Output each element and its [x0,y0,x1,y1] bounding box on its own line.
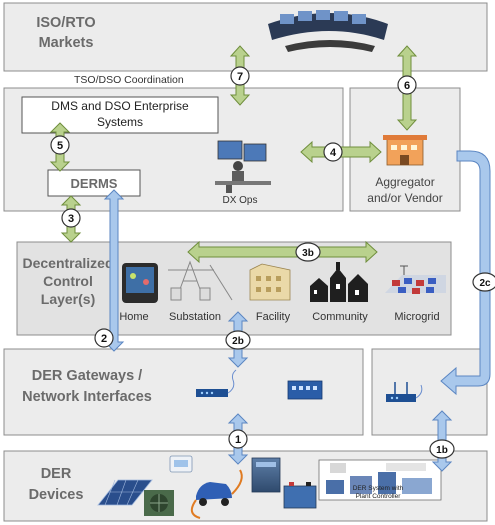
svg-text:1: 1 [235,434,241,446]
text-line: DER System with [353,485,404,492]
control-room-icon [268,10,388,52]
iso-rto-label: ISO/RTO Markets [36,15,95,51]
gateway-switch-icon [287,380,323,400]
badge-2: 2 [94,328,114,348]
text-line: Control [43,273,93,289]
svg-text:5: 5 [57,140,63,152]
battery-storage-icon [251,457,317,509]
svg-text:2c: 2c [479,278,491,289]
text-line: DMS and DSO Enterprise [51,99,189,113]
node-facility-label: Facility [256,311,291,323]
svg-text:1b: 1b [436,445,448,456]
solar-panel-icon [97,479,153,506]
badge-5: 5 [50,135,70,155]
community-icon [310,262,368,302]
svg-text:2b: 2b [232,336,244,347]
svg-text:4: 4 [330,147,337,159]
text-line: ISO/RTO [36,15,95,31]
tso-dso-label: TSO/DSO Coordination [74,74,184,86]
gateways-label: DER Gateways / Network Interfaces [22,368,152,405]
badge-6: 7 [230,66,250,86]
text-line: Aggregator [375,175,434,189]
svg-text:6: 6 [404,80,410,92]
electric-vehicle-icon [190,469,243,519]
text-line: Systems [97,115,143,129]
hvac-unit-icon [144,490,174,516]
badge-1: 1 [228,429,248,449]
badge-7: 6 [397,75,417,95]
aggregator-label: Aggregator and/or Vendor [367,175,442,205]
text-line: DER Gateways / [32,368,142,384]
substation-icon [168,260,233,301]
aggregator-gateway-panel [371,348,488,436]
svg-text:2: 2 [101,333,107,345]
badge-2c: 2c [472,272,495,292]
arrow-2 [103,189,125,352]
text-line: Devices [29,487,84,503]
svg-text:3b: 3b [302,248,314,259]
derms-box [47,169,141,197]
arrow-3b [187,240,378,264]
text-line: DER [41,466,72,482]
node-microgrid-label: Microgrid [394,311,439,323]
operator-workstation-icon [215,140,271,193]
text-line: Layer(s) [41,291,95,307]
node-substation-label: Substation [169,311,221,323]
badge-2b: 2b [225,330,251,350]
badge-1b: 1b [429,439,455,459]
derms-label: DERMS [71,176,118,191]
dx-ops-label: DX Ops [222,195,257,206]
microgrid-icon [385,265,446,294]
text-line: Plant Controller [356,493,402,500]
devices-label: DER Devices [29,466,84,503]
aggregator-building-icon [383,135,427,166]
text-line: and/or Vendor [367,191,442,205]
dms-box [21,96,219,134]
arrow-2c [440,150,491,396]
thermostat-icon [169,455,193,473]
facility-icon [249,263,291,301]
text-line: Markets [39,35,94,51]
text-line: Decentralized [22,255,113,271]
text-line: Network Interfaces [22,389,152,405]
badge-3b: 3b [295,242,321,262]
home-controller-icon [122,263,158,303]
gateway-router-icon [196,369,237,397]
badge-3: 3 [61,208,81,228]
badge-4: 4 [323,142,343,162]
aggregator-gateway-icon [386,382,423,402]
svg-text:7: 7 [237,71,243,83]
node-home-label: Home [119,311,148,323]
svg-text:3: 3 [68,213,74,225]
der-plant-icon [318,459,442,501]
node-community-label: Community [312,311,368,323]
